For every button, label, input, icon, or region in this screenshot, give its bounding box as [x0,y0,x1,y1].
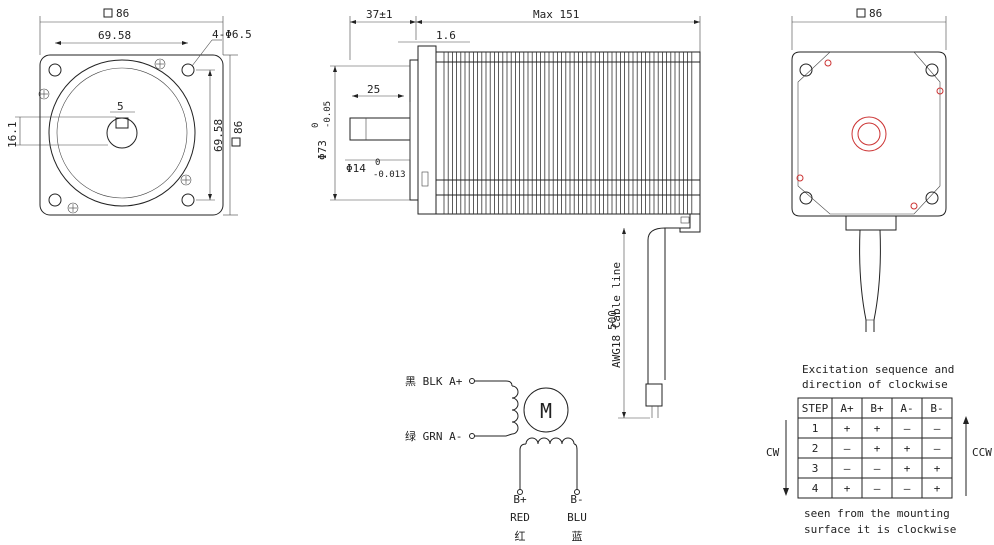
table-cell-text: + [844,482,851,495]
side-shaft-length: 25 [367,83,380,96]
side-shaft-diameter: Φ14 [346,162,366,175]
excitation-footer-line1: seen from the mounting [804,507,950,520]
wire-b-minus-color: BLU [567,511,587,524]
table-cell-text: 1 [812,422,819,435]
side-shaft-tol-lower: -0.013 [373,170,406,180]
coil-a-icon [511,385,519,435]
excitation-table: STEP A+ B+ A- B- 1 + + – – 2 – + + – 3 – – + +4 + – – + [797,397,953,499]
table-header-cell: STEP [802,402,829,415]
side-pilot-tol-lower: -0.05 [323,101,333,128]
table-header-cell: A+ [840,402,854,415]
front-flange-size: 86 [116,7,129,20]
rear-housing-outline [791,51,947,217]
rear-view: 86 [791,7,947,332]
side-shaft-tol-upper: 0 [375,158,380,168]
front-hole-pitch-vertical: 69.58 [212,119,225,152]
table-cell-text: + [844,422,851,435]
table-header-cell: A- [900,402,913,415]
table-cell-text: + [934,462,941,475]
front-key-width: 5 [117,100,124,113]
side-cable-spec: AWG18 Cable line [610,262,623,368]
terminal-b-plus [517,489,523,495]
front-shaft [106,117,138,149]
square-symbol-icon [856,8,866,18]
table-cell-text: – [874,482,881,495]
side-body-length: Max 151 [533,8,579,21]
side-flange [417,45,437,215]
excitation-table-block: Excitation sequence and direction of clo… [766,363,992,536]
table-cell-text: – [904,482,911,495]
coil-b-icon [525,437,575,445]
table-cell-text: – [904,422,911,435]
table-header-cell: B- [930,402,943,415]
wire-b-plus-label: B+ [513,493,527,506]
wire-a-plus-label: 黑 BLK A+ [405,375,463,388]
table-cell-text: – [874,462,881,475]
table-cell-text: 2 [812,442,819,455]
rear-bearing-boss [851,116,887,152]
side-cable-end [645,383,663,407]
motor-symbol-letter: M [540,399,552,423]
table-cell-text: 4 [812,482,819,495]
front-mounting-holes: 4-Φ6.5 [212,28,252,41]
cw-label: CW [766,446,780,459]
side-view: 37±1 Max 151 1.6 25 Φ73 0 -0.05 Φ14 0 -0… [311,8,701,419]
excitation-title-line1: Excitation sequence and [802,363,954,376]
table-cell-text: – [934,442,941,455]
front-view: 86 69.58 16.1 5 4- [6,7,252,216]
table-header-cell: B+ [870,402,884,415]
front-shaft-flat: 16.1 [6,122,19,149]
wire-b-minus-label: B- [570,493,583,506]
table-cell-text: – [844,462,851,475]
excitation-title-line2: direction of clockwise [802,378,948,391]
table-cell-text: + [874,422,881,435]
terminal-b-minus [574,489,580,495]
front-boss-circle [48,59,196,207]
terminal-a-plus [469,378,475,384]
wiring-diagram: 黑 BLK A+ 绿 GRN A- M B+ RED 红 B- BLU 蓝 [405,375,587,543]
square-symbol-icon [231,137,241,147]
side-cable-length: 500 [606,310,619,330]
table-cell [921,477,953,499]
table-cell-text: – [844,442,851,455]
wire-b-plus-cn: 红 [515,530,526,543]
excitation-footer-line2: surface it is clockwise [804,523,956,536]
table-cell-text: 3 [812,462,819,475]
side-cooling-fins [443,52,693,214]
front-hole-pitch-horizontal: 69.58 [98,29,131,42]
table-cell-text: + [874,442,881,455]
front-flange-size-side: 86 [232,121,245,134]
square-symbol-icon [103,8,113,18]
side-flange-step: 1.6 [436,29,456,42]
terminal-a-minus [469,433,475,439]
rear-flange-size: 86 [869,7,882,20]
wire-b-minus-cn: 蓝 [572,530,583,543]
side-pilot-diameter: Φ73 [316,140,329,160]
front-flange-outline [39,54,224,216]
wire-a-minus-label: 绿 GRN A- [405,429,462,443]
side-flange-thickness: 37±1 [366,8,393,21]
side-pilot-tol-upper: 0 [311,123,321,128]
side-shaft [349,117,411,141]
table-cell-text: – [934,422,941,435]
wire-b-plus-color: RED [510,511,530,524]
motor-symbol-icon [523,387,569,433]
table-cell-text: + [904,442,911,455]
side-motor-body [435,51,701,215]
ccw-label: CCW [972,446,992,459]
table-cell-text: + [934,482,941,495]
table-cell-text: + [904,462,911,475]
